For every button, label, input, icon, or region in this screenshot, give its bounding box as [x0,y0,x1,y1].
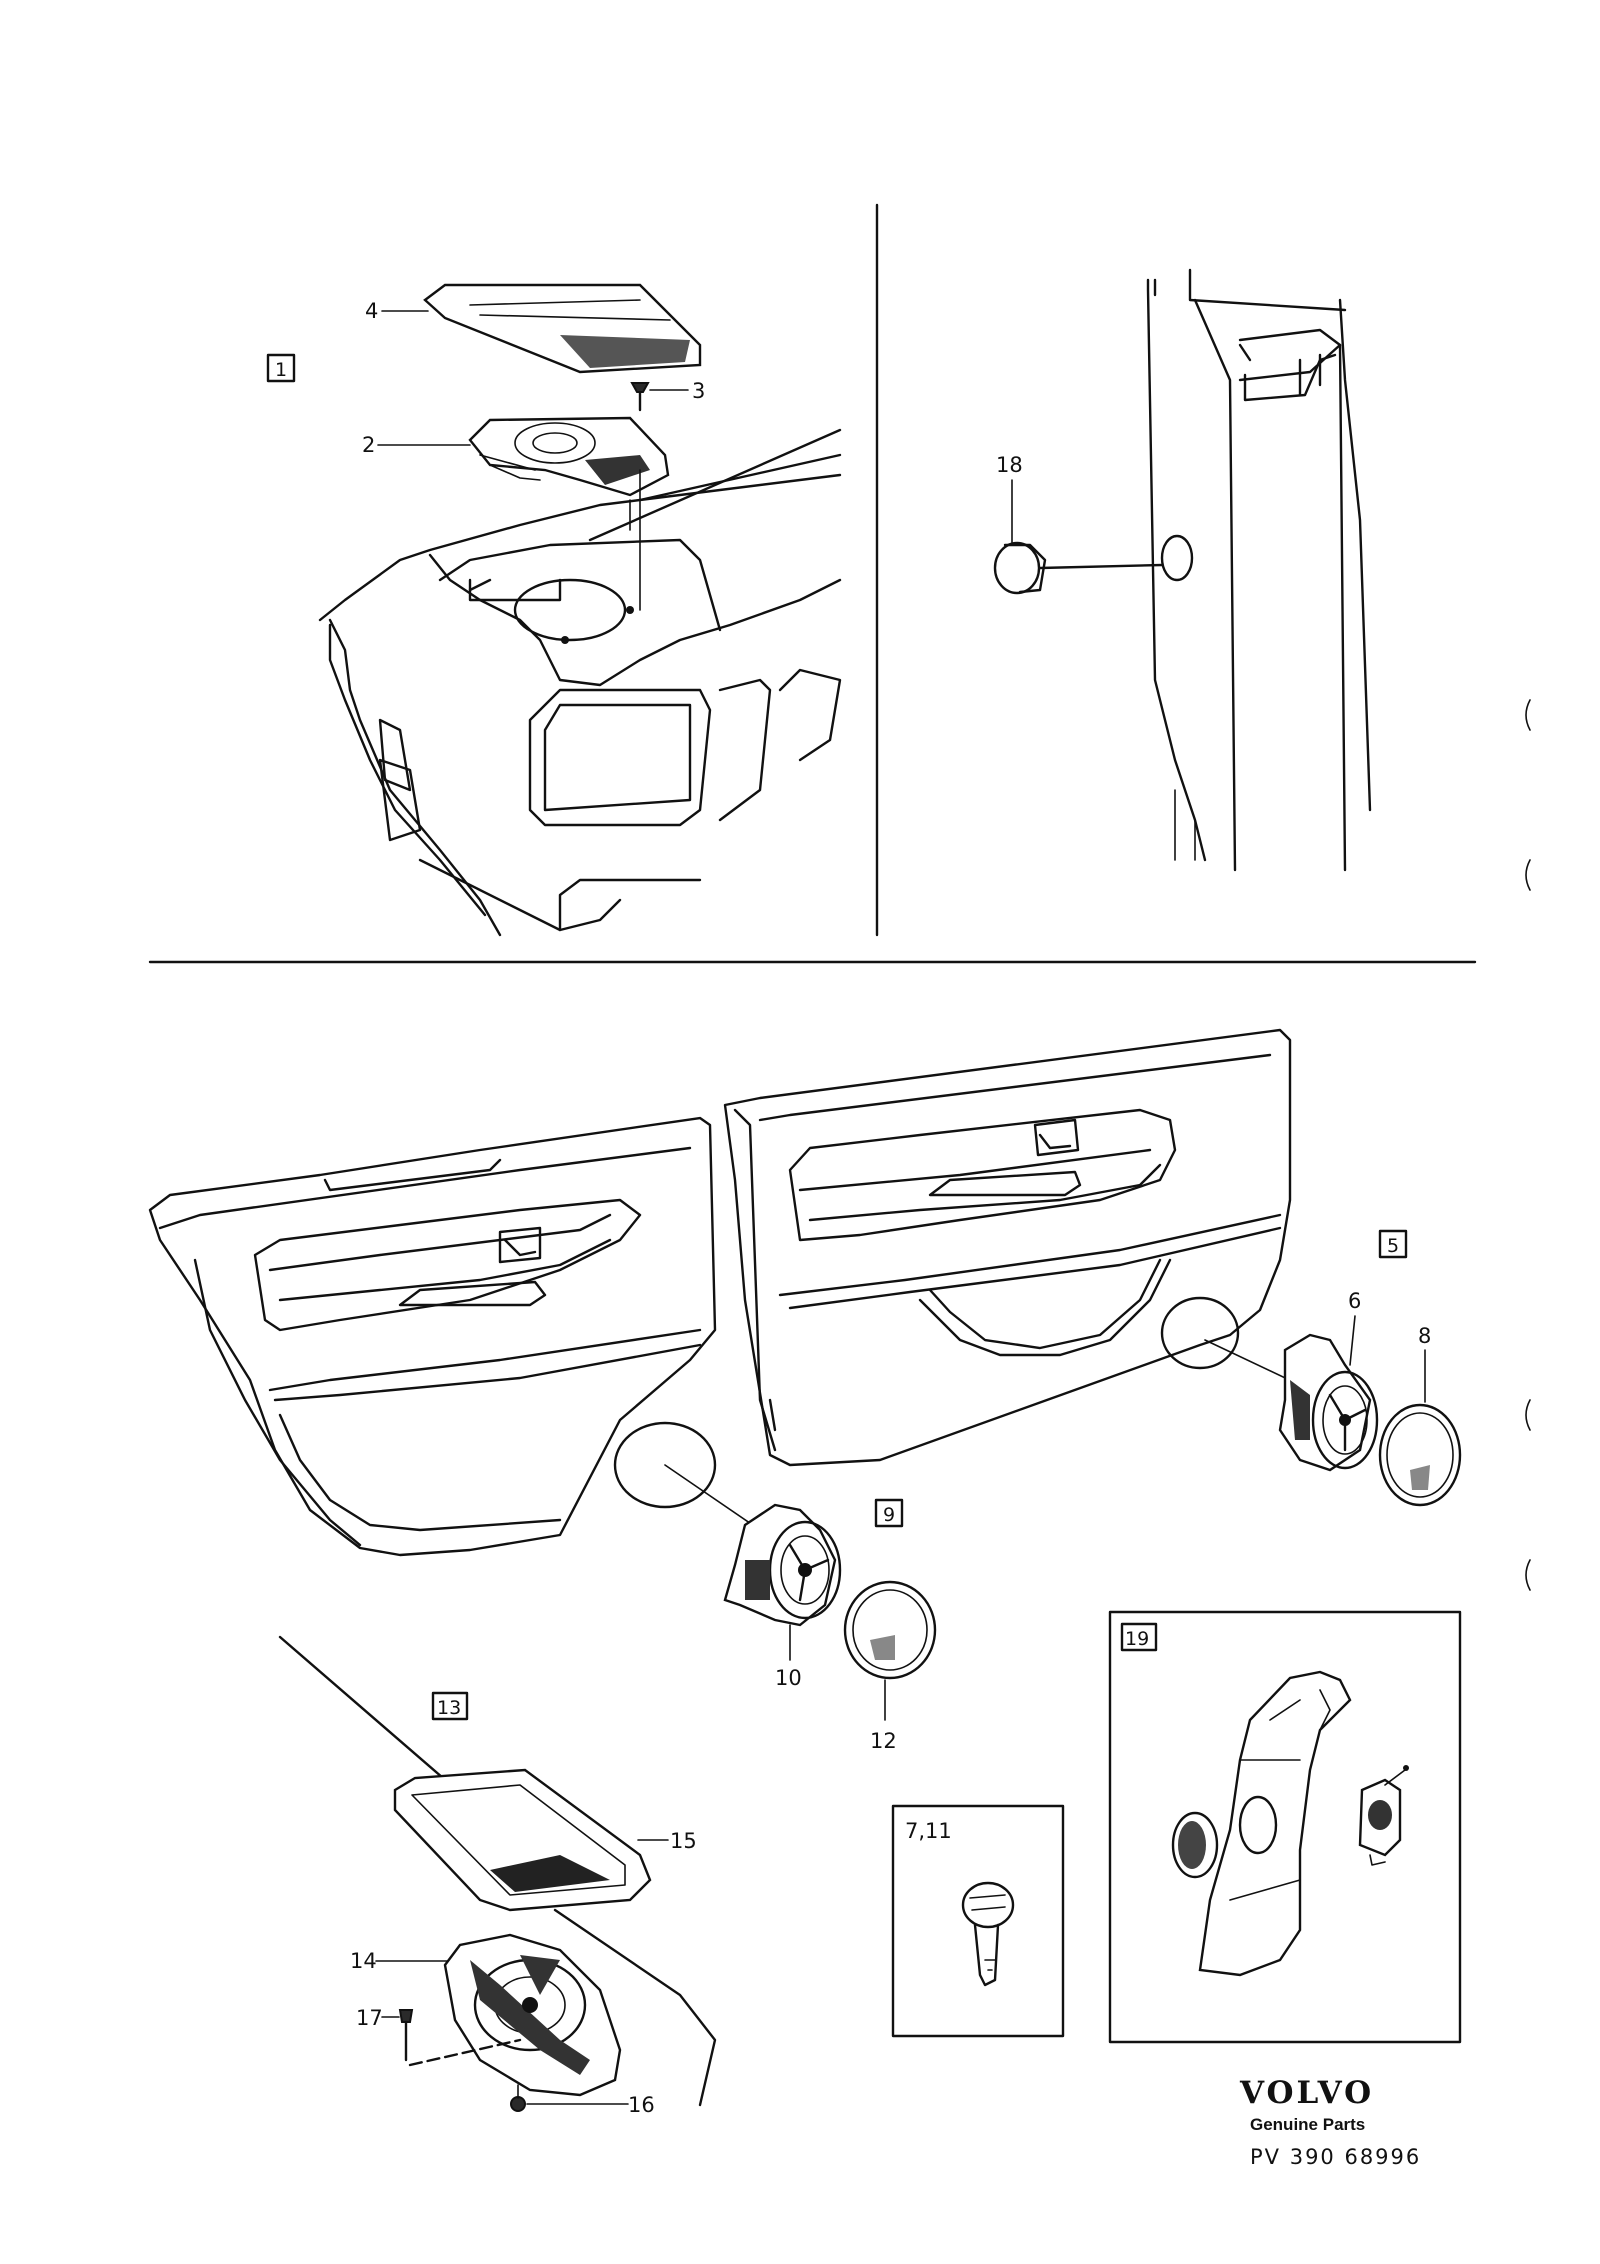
rear-shelf-speaker-assembly [278,1635,717,2112]
svg-text:12: 12 [870,1729,897,1753]
screw-icon [630,382,650,412]
shelf-speaker-14 [443,1933,622,2097]
front-door-speaker-assembly [1204,1333,1462,1507]
plug-kit-box: 7,11 [891,1804,1065,2038]
shelf-grille-15 [393,1768,652,1912]
callout-box-5: 5 [1378,1229,1408,1259]
volvo-brand-block: VOLVO Genuine Parts PV 390 68996 [1239,2075,1421,2169]
svg-text:9: 9 [883,1504,895,1526]
callout-15: 15 [637,1829,697,1853]
callout-6: 6 [1348,1289,1361,1366]
callout-12: 12 [870,1679,897,1753]
callout-box-9: 9 [874,1498,904,1528]
callout-box-19: 19 [1120,1622,1158,1652]
svg-text:4: 4 [365,299,378,323]
callout-4: 4 [365,299,429,323]
callout-17: 17 [356,2006,400,2030]
callout-18: 18 [996,453,1023,544]
svg-text:6: 6 [1348,1289,1361,1313]
rear-door-speaker-hole [613,1421,717,1509]
screw-17-icon [398,2009,414,2062]
brand-subtitle: Genuine Parts [1250,2115,1365,2134]
tweeter-grille-icon [1171,1811,1219,1879]
rear-door-speaker-assembly [664,1464,937,1680]
plug-icon [993,541,1164,595]
rear-door-panel [148,1116,717,1557]
svg-text:19: 19 [1125,1628,1149,1650]
pillar-trim-with-plug [993,268,1372,872]
front-speaker-grille-8 [1378,1403,1462,1507]
speaker-mount-hole [513,578,627,642]
svg-text:10: 10 [775,1666,802,1690]
svg-text:7,11: 7,11 [905,1819,952,1843]
dashboard-speaker-assembly [318,283,842,937]
margin-marks [1525,699,1531,1591]
svg-text:14: 14 [350,1949,377,1973]
svg-text:1: 1 [275,359,287,381]
callout-2: 2 [362,433,471,457]
front-door-panel [723,1028,1292,1467]
svg-text:15: 15 [670,1829,697,1853]
pv-number: PV 390 68996 [1250,2145,1421,2169]
clip-16-icon [510,2084,526,2112]
callout-box-13: 13 [431,1691,469,1721]
svg-text:3: 3 [692,379,705,403]
callout-16: 16 [526,2093,655,2117]
svg-text:13: 13 [437,1697,461,1719]
svg-text:5: 5 [1387,1235,1399,1257]
front-door-speaker-hole [1160,1296,1240,1370]
connector-plug-icon [961,1881,1015,1987]
svg-text:17: 17 [356,2006,383,2030]
svg-text:18: 18 [996,453,1023,477]
brand-wordmark: VOLVO [1239,2075,1374,2111]
callout-10: 10 [775,1624,802,1690]
svg-text:2: 2 [362,433,375,457]
tweeter-icon [1358,1765,1409,1866]
svg-text:16: 16 [628,2093,655,2117]
callout-8: 8 [1418,1324,1431,1403]
grille-mesh [560,335,690,368]
pillar-trim-with-tweeter [1198,1670,1352,1977]
plug-mount-hole [1160,534,1194,582]
callout-3: 3 [649,379,705,403]
callout-box-1: 1 [266,353,296,383]
rear-speaker-grille-12 [843,1580,937,1680]
pillar-speaker-kit-box: 19 [1108,1610,1462,2044]
svg-text:8: 8 [1418,1324,1431,1348]
callout-14: 14 [350,1949,449,1973]
